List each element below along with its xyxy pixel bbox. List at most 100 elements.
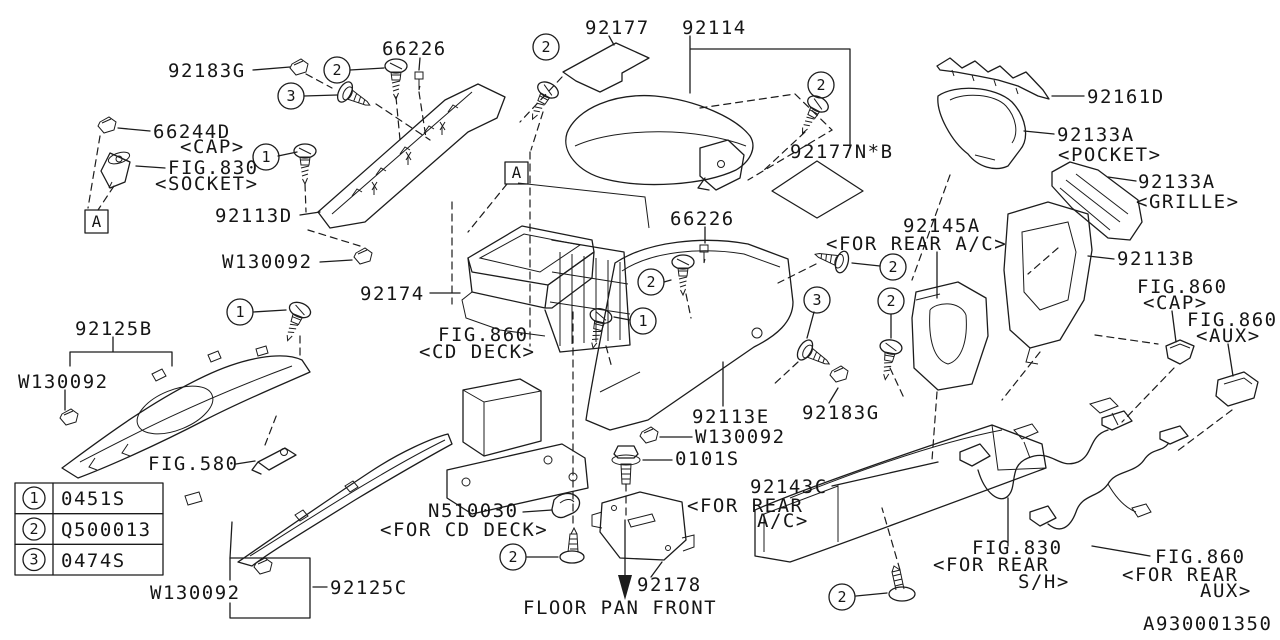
label-92114: 92114 xyxy=(682,17,747,39)
label-fig860-aux: FIG.860 xyxy=(1187,309,1278,331)
label-92133a-grille: 92133A xyxy=(1138,171,1216,193)
clip-icon xyxy=(253,557,273,575)
part-fig860-harness xyxy=(1029,397,1189,530)
callout-number: 2 xyxy=(888,258,897,276)
label-fig830-rear-sh: FIG.830 xyxy=(972,537,1063,559)
callout-2: 2 xyxy=(828,583,856,611)
screw-icon xyxy=(559,526,585,564)
part-92161d-strip xyxy=(936,57,1050,100)
label-for-rear-2: <FOR REAR xyxy=(933,554,1049,576)
label-fig860-cd: FIG.860 xyxy=(438,324,529,346)
screw-icon xyxy=(384,58,408,100)
label-92183g: 92183G xyxy=(168,60,246,82)
callout-2: 2 xyxy=(879,253,907,281)
part-cd-deck-bracket xyxy=(446,378,589,515)
callout-2: 2 xyxy=(807,71,835,99)
part-fig830-harness xyxy=(959,410,1133,500)
label-92145a: 92145A xyxy=(903,215,981,237)
legend-row: 3 0474S xyxy=(22,547,126,572)
leader-lines xyxy=(64,35,1234,619)
washer-screw-icon xyxy=(333,78,376,116)
callout-number: 2 xyxy=(837,588,846,606)
callout-2: 2 xyxy=(532,33,560,61)
label-92125b: 92125B xyxy=(75,318,153,340)
clip-icon xyxy=(289,58,309,76)
callout-number: 2 xyxy=(816,76,825,94)
screw-icon xyxy=(581,305,615,352)
legend-code: Q500013 xyxy=(61,519,152,541)
part-92125c-trim xyxy=(184,433,453,567)
ref-box-a: A xyxy=(504,161,529,185)
callout-number: 2 xyxy=(541,38,550,56)
label-aux-end: AUX> xyxy=(1200,580,1252,602)
part-92145a-vent xyxy=(911,281,989,391)
washer-screw-icon xyxy=(793,336,836,375)
label-fig580: FIG.580 xyxy=(148,453,239,475)
part-n510030-clamp xyxy=(551,492,581,519)
part-fig580-bracket xyxy=(251,447,297,475)
callout-1: 1 xyxy=(629,307,657,335)
floor-pan-arrow xyxy=(618,519,632,600)
label-66244d: 66244D xyxy=(153,121,231,143)
label-fig860-cap: FIG.860 xyxy=(1137,276,1228,298)
part-92113b-panel xyxy=(1003,201,1093,365)
label-92174: 92174 xyxy=(360,283,425,305)
label-92177nb: 92177N*B xyxy=(790,141,894,163)
callout-3: 3 xyxy=(277,82,305,110)
legend-row: 2 Q500013 xyxy=(22,517,152,541)
part-92133a-pocket xyxy=(937,87,1027,170)
callout-number: 1 xyxy=(261,148,270,166)
callout-2: 2 xyxy=(499,543,527,571)
label-fig830-socket: FIG.830 xyxy=(168,157,259,179)
label-92113e: 92113E xyxy=(692,406,770,428)
callout-1: 1 xyxy=(226,298,254,326)
legend-code: 0474S xyxy=(61,550,126,572)
label-ac-end: A/C> xyxy=(757,510,809,532)
part-92177nb-sticker xyxy=(771,160,864,219)
part-92125b-trim xyxy=(61,345,311,479)
clip-icon xyxy=(639,426,659,444)
callout-number: 2 xyxy=(332,61,341,79)
label-sh-end: S/H> xyxy=(1018,571,1070,593)
part-92113e-panel xyxy=(585,239,794,431)
label-n510030: N510030 xyxy=(428,500,519,522)
label-floor-pan-front: FLOOR PAN FRONT xyxy=(523,597,717,619)
ref-letter: A xyxy=(92,212,102,231)
label-for-rear-3: <FOR REAR xyxy=(1122,564,1238,586)
clip-icon xyxy=(829,365,849,383)
legend-num: 3 xyxy=(29,551,38,569)
part-92174-frame xyxy=(461,182,650,353)
label-66226: 66226 xyxy=(382,38,447,60)
label-for-rear-ac: <FOR REAR A/C> xyxy=(826,233,1007,255)
label-92125c: 92125C xyxy=(330,577,408,599)
screw-icon xyxy=(873,337,904,383)
clip-icon xyxy=(353,247,373,265)
callout-number: 2 xyxy=(508,548,517,566)
callout-2: 2 xyxy=(323,56,351,84)
part-fig860-aux xyxy=(1215,371,1259,407)
part-fig830-socket xyxy=(100,151,131,189)
callout-3: 3 xyxy=(803,286,831,314)
part-92113d-drawing xyxy=(317,83,506,229)
label-cap: <CAP> xyxy=(180,136,245,158)
label-92113b: 92113B xyxy=(1117,248,1195,270)
legend-table: 1 0451S 2 Q500013 3 0474S xyxy=(14,482,164,576)
label-fig860-rear-aux: FIG.860 xyxy=(1155,546,1246,568)
assembly-dashed-lines xyxy=(87,73,1233,571)
bolt-icon xyxy=(611,445,641,485)
legend-row: 1 0451S xyxy=(22,486,126,510)
label-grille: <GRILLE> xyxy=(1136,191,1240,213)
label-0101s: 0101S xyxy=(675,448,740,470)
ref-box-a: A xyxy=(84,209,109,234)
screw-icon xyxy=(293,143,317,185)
ref-letter: A xyxy=(512,163,522,182)
clip-icon xyxy=(97,116,117,134)
legend-code: 0451S xyxy=(61,488,126,510)
label-pocket: <POCKET> xyxy=(1058,144,1162,166)
screw-icon xyxy=(276,298,314,346)
label-aux: <AUX> xyxy=(1196,325,1261,347)
callout-number: 2 xyxy=(646,273,655,291)
part-92178-bracket xyxy=(591,491,695,561)
callout-number: 1 xyxy=(235,303,244,321)
